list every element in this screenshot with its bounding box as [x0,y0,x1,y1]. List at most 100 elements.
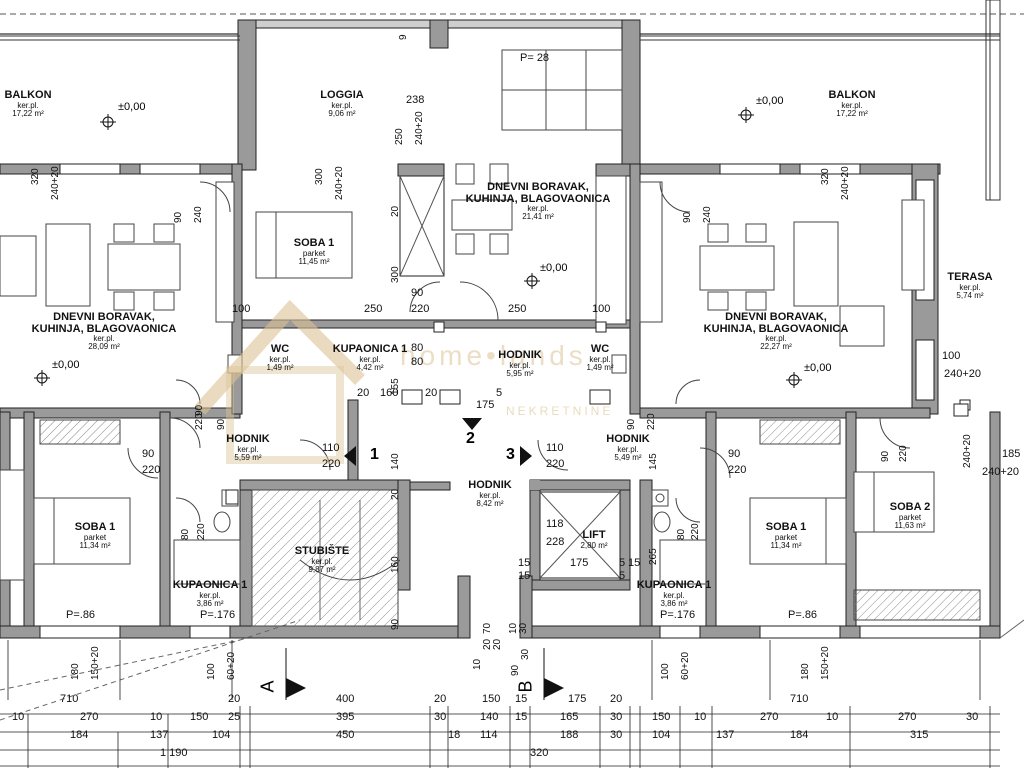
room-floor: ker.pl. [359,354,381,364]
dimension-label-vertical: 220 [646,413,657,430]
dimension-label-vertical: 90 [390,618,401,630]
wall [237,19,257,171]
room-floor: ker.pl. [17,100,39,110]
chain-dimension: 15 [515,711,528,723]
watermark-sub: NEKRETNINE [506,404,614,418]
dimension-label-vertical: 90 [682,211,693,223]
room-area: 5,95 m² [506,368,534,378]
chain-dimension: 270 [898,711,917,723]
room-floor: parket [83,532,107,542]
dimension-label-vertical: 90 [880,450,891,462]
room-name: DNEVNI BORAVAK, KUHINJA, BLAGOVAONICA [703,311,849,335]
room-name: SOBA 1 [765,521,807,533]
level-label: ±0,00 [118,101,146,113]
room-floor: ker.pl. [509,360,531,370]
room-floor: ker.pl. [479,490,501,500]
dimension-label-vertical: 150+20 [820,646,831,680]
dimension-label-vertical: 90 [216,418,227,430]
dimension-label-vertical: 250 [394,128,405,145]
chain-dimension: 150 [652,711,671,723]
chain-dimension: 30 [610,711,623,723]
dimension-label-vertical: 20 [390,205,401,217]
level-label: ±0,00 [52,359,80,371]
entry-marker: 2 [466,430,475,447]
room-floor: ker.pl. [959,282,981,292]
watermark-logo: home•lands [400,340,587,371]
dimension-label-vertical: 30 [518,622,529,634]
room-floor: parket [302,248,326,258]
room-area: 9,87 m² [308,564,336,574]
chain-dimension: 30 [610,729,623,741]
room-floor: ker.pl. [93,334,115,344]
dimension-label: 238 [406,94,425,106]
dimension-label: 220 [411,303,430,315]
dimension-label-vertical: 220 [898,445,909,462]
dimension-label-vertical: 265 [648,548,659,565]
dimension-label-vertical: 10 [472,658,483,670]
dimension-label: 5 [619,570,626,582]
room-name: KUPAONICA 1 [332,343,408,355]
room-name: HODNIK [498,349,542,361]
chain-dimension: 30 [966,711,979,723]
room-name: DNEVNI BORAVAK, KUHINJA, BLAGOVAONICA [31,311,177,335]
chain-dimension: 270 [80,711,99,723]
room-name: BALKON [828,89,876,101]
room-area: 4,42 m² [356,362,384,372]
chain-dimension: 165 [560,711,579,723]
level-label: ±0,00 [756,95,784,107]
dimension-label: 100 [592,303,611,315]
dimension-label: 220 [322,458,341,470]
dimension-label-vertical: 240+20 [334,166,345,200]
chain-dimension: 184 [790,729,809,741]
room-floor: ker.pl. [331,100,353,110]
chain-dimension: 20 [228,693,241,705]
room-area: 22,27 m² [760,342,792,352]
room-area: 1,49 m² [266,362,294,372]
room-area: 17,22 m² [836,108,868,118]
dimension-label-vertical: 320 [820,168,831,185]
dimension-label: P=.86 [66,609,96,621]
dimension-label: 110 [322,442,340,454]
dimension-label: 100 [232,303,251,315]
room-floor: parket [898,512,922,522]
dimension-label-vertical: 240+20 [414,111,425,145]
room-name: HODNIK [226,433,270,445]
chain-dimension: 400 [336,693,355,705]
room-name: SOBA 2 [889,501,931,513]
chain-dimension: 20 [610,693,623,705]
room-name: HODNIK [606,433,650,445]
dimension-label: 110 [546,442,564,454]
dimension-label: 100 [942,350,961,362]
dimension-label: 250 [508,303,527,315]
dimension-label-vertical: 90 [626,418,637,430]
room-name: WC [590,343,610,355]
room-floor: parket [774,532,798,542]
chain-dimension: 395 [336,711,355,723]
room-name: BALKON [4,89,52,101]
dimension-label-vertical: 220 [196,523,207,540]
dimension-label: 90 [142,448,155,460]
room-area: 17,22 m² [12,108,44,118]
dimension-label-vertical: 180 [800,663,811,680]
dimension-label-vertical: 240+20 [50,166,61,200]
chain-dimension: 137 [150,729,169,741]
room-area: 5,59 m² [234,452,262,462]
dimension-label-vertical: 100 [206,663,217,680]
room-area: 5,74 m² [956,290,984,300]
dimension-label: 5 [496,387,503,399]
dimension-label: 20 [357,387,370,399]
room-area: 2,80 m² [580,540,608,550]
room-name: WC [270,343,290,355]
dimension-label-vertical: 70 [482,622,493,634]
dimension-label-vertical: 150+20 [90,646,101,680]
